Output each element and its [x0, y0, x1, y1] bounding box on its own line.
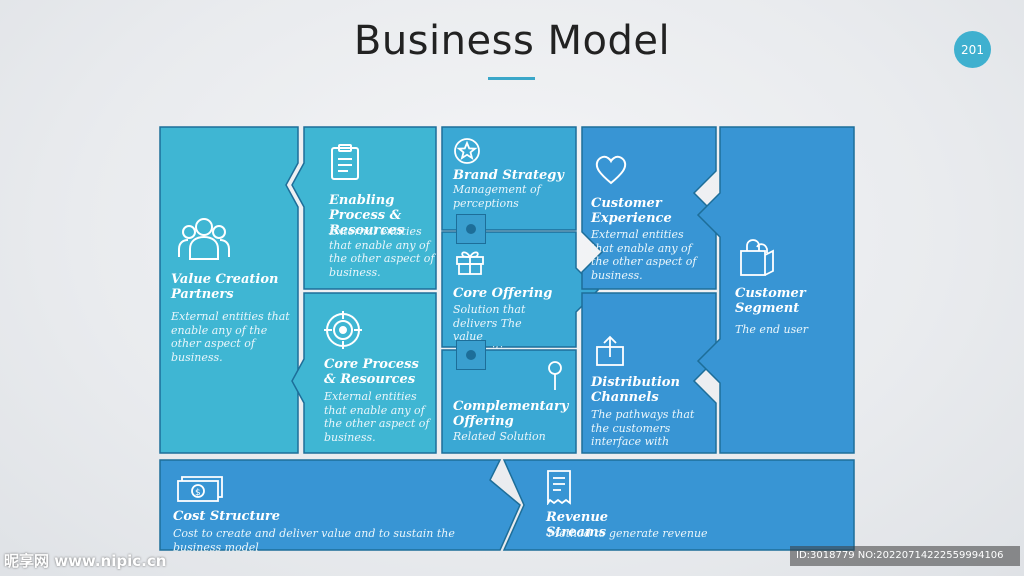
shopping-bag-icon [738, 237, 776, 277]
tile-brand-strategy: Brand Strategy Management of perceptions [441, 126, 577, 231]
tile-customer-segment: Customer Segment The end user [696, 126, 856, 454]
enabling-desc: External entities that enable any of the… [329, 225, 435, 279]
cost-heading: Cost Structure [173, 509, 281, 524]
enabling-heading: Enabling Process & Resources [329, 193, 404, 238]
complementary-desc: Related Solution [453, 430, 546, 443]
core-offering-heading: Core Offering [453, 286, 553, 301]
star-badge-icon [453, 137, 481, 165]
title-underline [488, 77, 535, 80]
tile-cost-structure: $ Cost Structure Cost to create and deli… [159, 459, 524, 554]
gift-icon [455, 247, 485, 275]
watermark-id: ID:3018779 NO:20220714222559994106 [790, 546, 1020, 566]
tile-core-process: Core Process & Resources External entiti… [291, 292, 440, 454]
box-arrow-icon [595, 335, 625, 367]
tile-distribution-channels: Distribution Channels The pathways that … [581, 292, 720, 454]
core-process-heading: Core Process & Resources [324, 357, 419, 387]
svg-text:$: $ [195, 488, 201, 498]
core-process-desc: External entities that enable any of the… [324, 390, 430, 444]
tile-complementary-offering: Complementary Offering Related Solution [441, 349, 577, 454]
tile-value-creation-partners: Value Creation Partners External entitie… [159, 126, 310, 454]
value-creation-desc: External entities that enable any of the… [171, 310, 290, 364]
complementary-heading: Complementary Offering [453, 399, 569, 429]
revenue-desc: Method to generate revenue [548, 527, 708, 540]
tile-revenue-streams: Revenue Streams Method to generate reven… [494, 459, 856, 551]
watermark-site: 昵享网 www.nipic.cn [4, 552, 167, 570]
target-icon [324, 311, 362, 349]
tile-enabling-process: Enabling Process & Resources External en… [291, 126, 440, 290]
clipboard-icon [329, 143, 361, 181]
distribution-desc: The pathways that the customers interfac… [591, 408, 695, 448]
revenue-heading: Revenue Streams [546, 510, 609, 540]
receipt-icon [546, 469, 572, 505]
customer-segment-desc: The end user [735, 323, 809, 336]
brand-heading: Brand Strategy [453, 168, 564, 183]
tile-customer-experience: Customer Experience External entities th… [581, 126, 720, 290]
connector-top [456, 214, 486, 244]
distribution-heading: Distribution Channels [591, 375, 680, 405]
page-number-badge: 201 [954, 31, 991, 68]
people-icon [176, 215, 232, 261]
customer-experience-heading: Customer Experience [591, 196, 672, 226]
page-title: Business Model [353, 18, 671, 64]
connector-bottom [456, 340, 486, 370]
pin-icon [546, 360, 564, 392]
value-creation-heading: Value Creation Partners [171, 272, 279, 302]
money-icon: $ [176, 473, 224, 503]
customer-experience-desc: External entities that enable any of the… [591, 228, 697, 282]
tile-core-offering: Core Offering Solution that delivers The… [441, 231, 602, 357]
heart-icon [595, 155, 627, 185]
brand-desc: Management of perceptions [453, 183, 541, 210]
cost-desc: Cost to create and deliver value and to … [173, 527, 455, 554]
customer-segment-heading: Customer Segment [735, 286, 806, 316]
